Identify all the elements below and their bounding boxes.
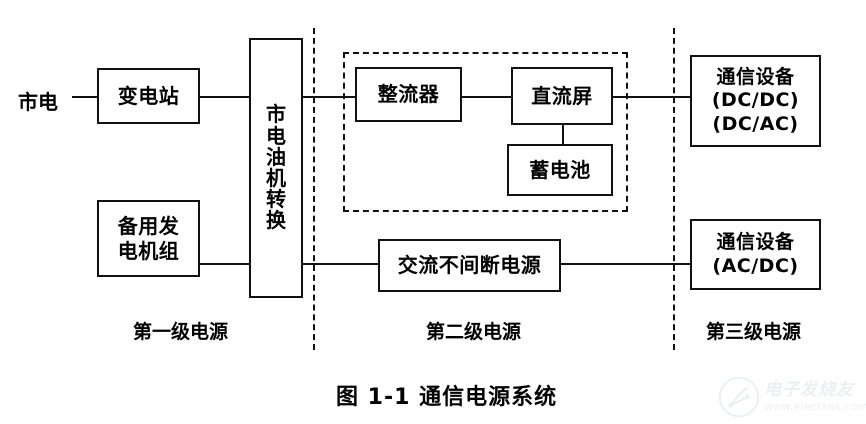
block-substation-label: 变电站 xyxy=(117,83,180,108)
tier-label-third: 第三级电源 xyxy=(706,321,802,343)
transfer-char-0: 市 xyxy=(266,102,286,127)
block-backup-generator-label-line2: 电机组 xyxy=(117,238,180,263)
block-transfer-switch-label: 市 电 油 机 转 换 xyxy=(266,104,286,231)
block-transfer-switch: 市 电 油 机 转 换 xyxy=(249,38,303,298)
watermark-url: www.elecfans.com xyxy=(764,400,866,413)
tier-label-second: 第二级电源 xyxy=(426,321,522,343)
block-rectifier-label: 整流器 xyxy=(377,82,440,107)
dc-subsystem-group xyxy=(343,52,628,212)
connector-transfer-to-ups xyxy=(303,263,379,265)
watermark-brand: 电子发烧友 xyxy=(764,379,854,400)
block-telecom-dc-label-line3: (DC/AC) xyxy=(712,112,799,135)
block-dc-panel: 直流屏 xyxy=(511,67,613,125)
transfer-char-4: 转 xyxy=(266,187,286,212)
tier-divider-first-second xyxy=(313,28,315,350)
elecfans-logo-icon xyxy=(718,376,760,418)
block-backup-generator-label-line1: 备用发 xyxy=(117,214,180,239)
block-ups: 交流不间断电源 xyxy=(378,239,561,292)
block-telecom-ac-label-line1: 通信设备 xyxy=(716,231,795,254)
connector-transfer-to-rectifier xyxy=(303,96,356,98)
block-telecom-ac-label-line2: (AC/DC) xyxy=(712,254,799,277)
block-substation: 变电站 xyxy=(97,68,200,124)
block-battery: 蓄电池 xyxy=(507,144,613,196)
block-rectifier: 整流器 xyxy=(355,67,462,122)
block-battery-label: 蓄电池 xyxy=(529,157,591,182)
connector-dcpanel-to-telecom-dc xyxy=(613,96,691,98)
block-ups-label: 交流不间断电源 xyxy=(397,253,542,278)
connector-ups-to-telecom-ac xyxy=(561,263,691,265)
connector-generator-to-transfer xyxy=(200,263,250,265)
connector-substation-to-transfer xyxy=(200,96,250,98)
connector-rectifier-to-dcpanel xyxy=(462,96,512,98)
tier-divider-second-third xyxy=(673,28,675,350)
transfer-char-5: 换 xyxy=(266,208,286,233)
block-telecom-equipment-dc: 通信设备 (DC/DC) (DC/AC) xyxy=(690,55,821,147)
mains-power-label: 市电 xyxy=(18,90,58,114)
transfer-char-2: 油 xyxy=(266,144,286,169)
connector-mains-to-substation xyxy=(72,96,98,98)
block-telecom-dc-label-line1: 通信设备 xyxy=(716,66,795,89)
block-telecom-dc-label-line2: (DC/DC) xyxy=(711,89,800,112)
block-backup-generator: 备用发 电机组 xyxy=(97,200,200,277)
tier-label-first: 第一级电源 xyxy=(133,321,229,343)
watermark: 电子发烧友 www.elecfans.com xyxy=(717,375,866,419)
figure-caption: 图 1-1 通信电源系统 xyxy=(336,385,558,410)
transfer-char-1: 电 xyxy=(266,123,286,148)
connector-dcpanel-to-battery xyxy=(562,125,564,145)
block-telecom-equipment-ac: 通信设备 (AC/DC) xyxy=(690,219,821,290)
block-dc-panel-label: 直流屏 xyxy=(531,83,593,108)
transfer-char-3: 机 xyxy=(266,166,286,190)
